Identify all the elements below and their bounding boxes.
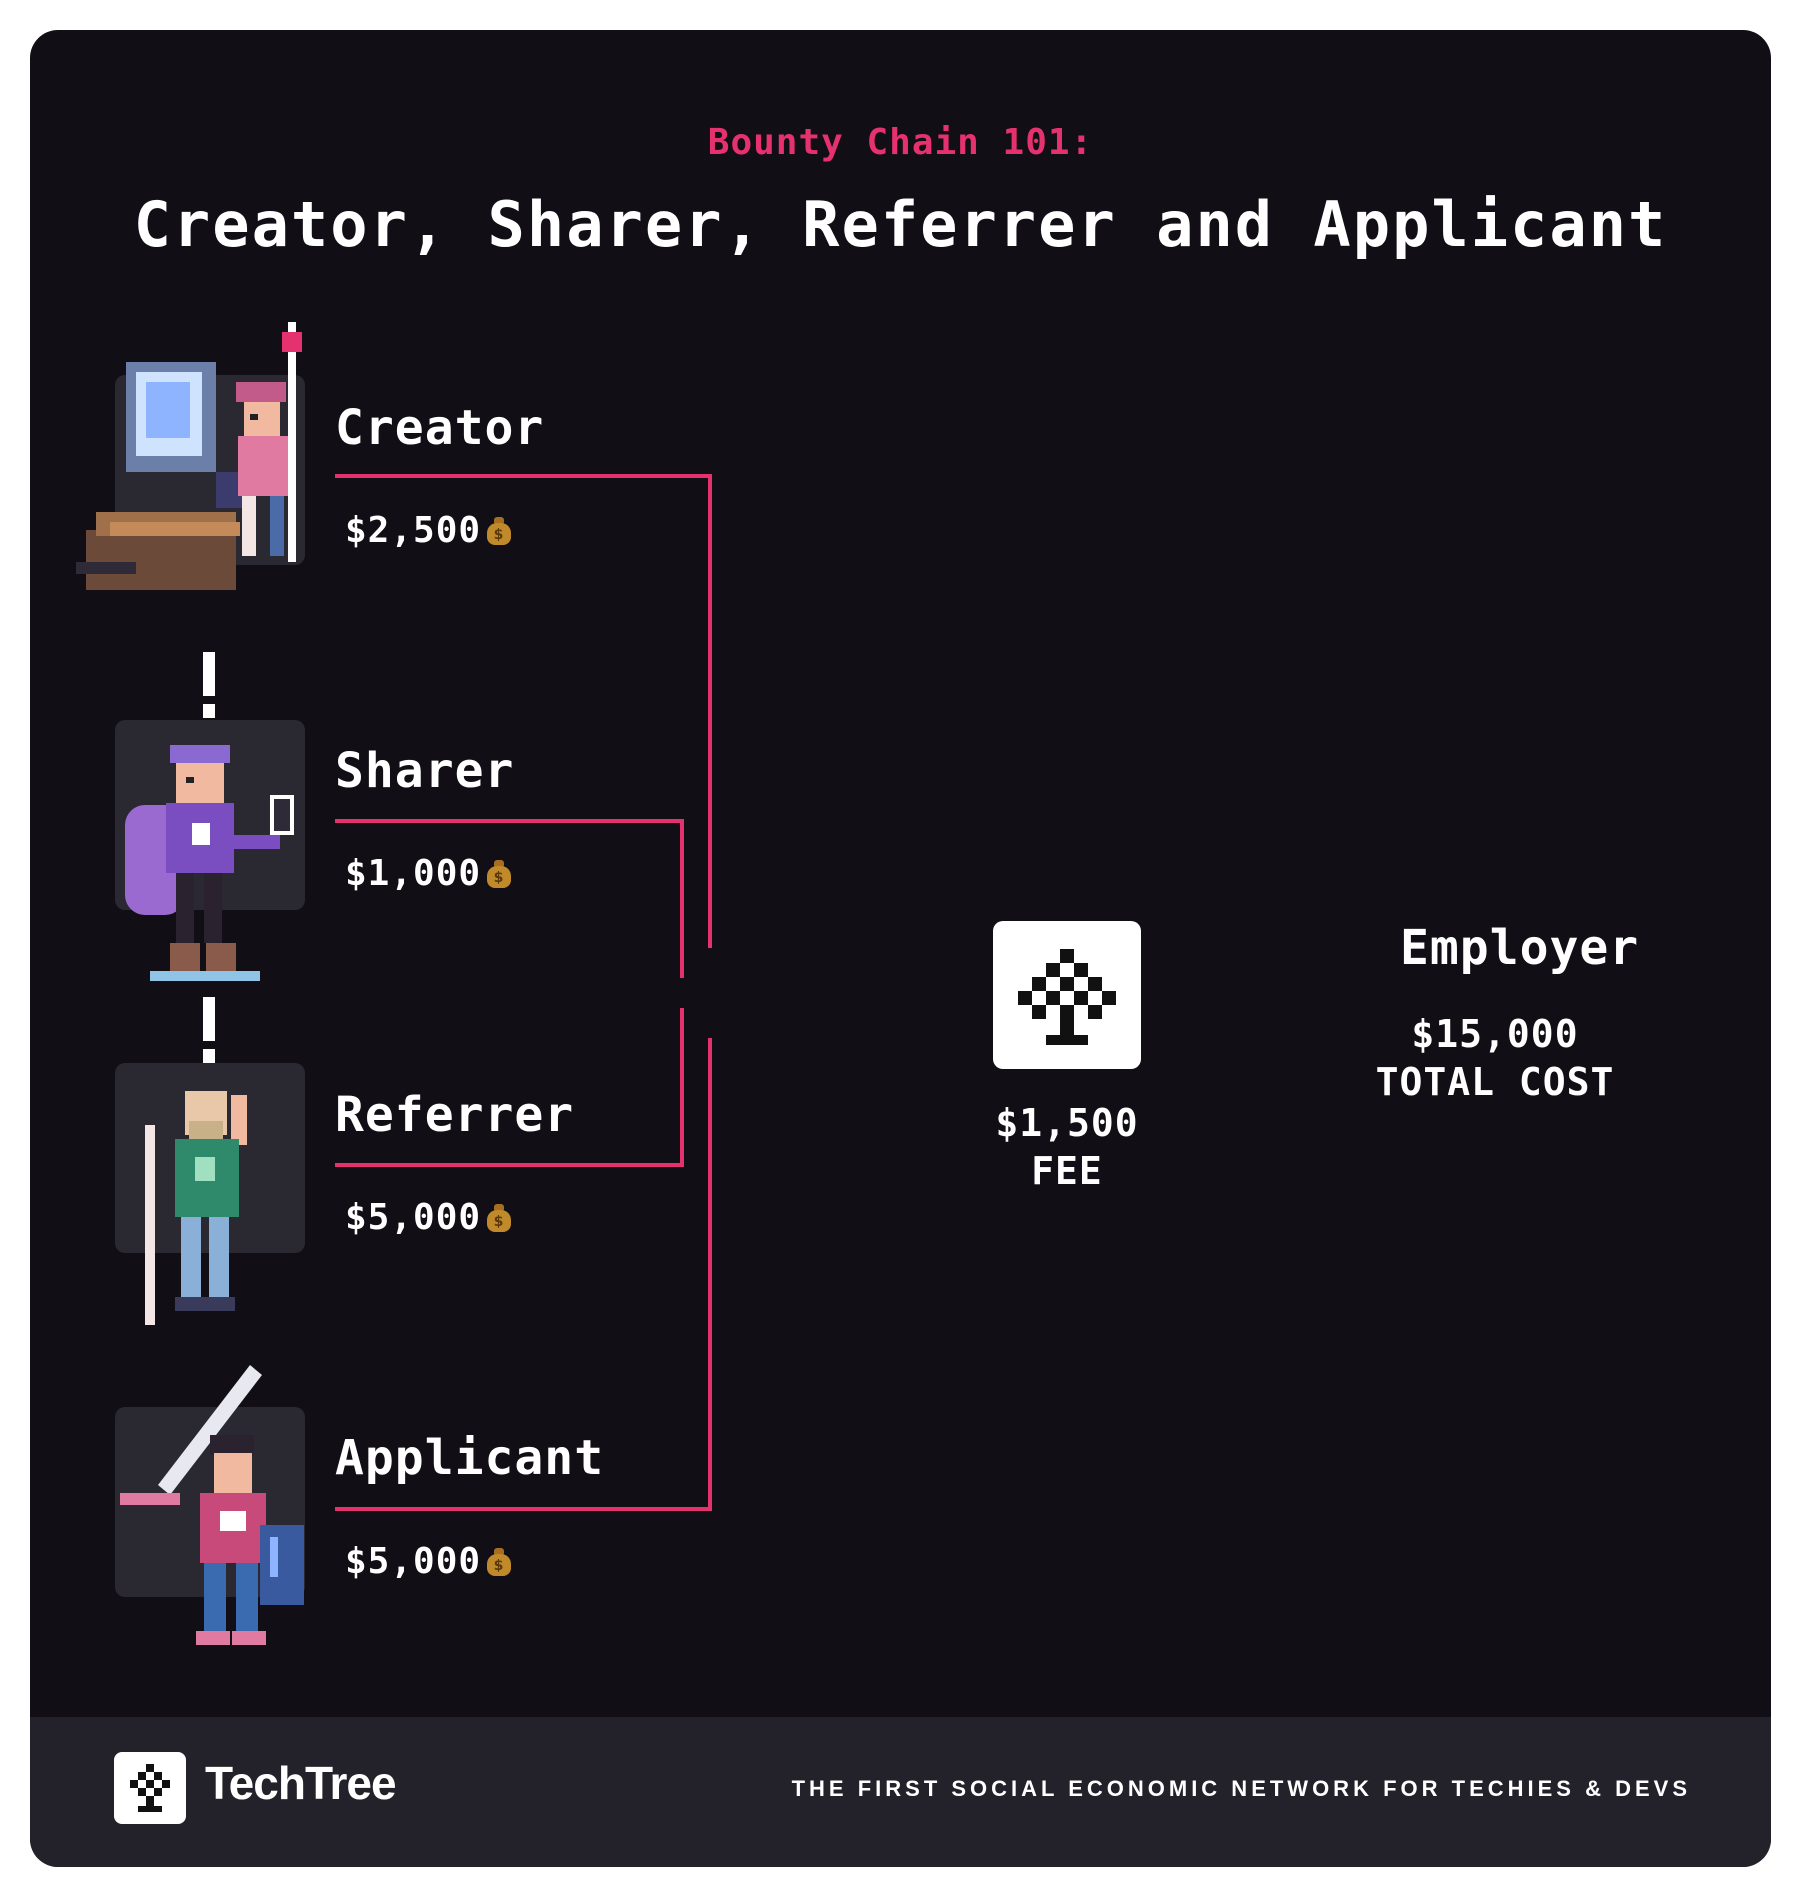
creator-connector	[335, 474, 712, 948]
total-caption: TOTAL COST	[1375, 1060, 1615, 1104]
money-bag-icon: $	[487, 859, 512, 888]
footer-bar	[30, 1717, 1771, 1867]
fee-caption: FEE	[1031, 1149, 1103, 1193]
money-bag-icon: $	[487, 516, 512, 545]
total-amount: $15,000	[1411, 1012, 1579, 1056]
role-name-sharer: Sharer	[335, 743, 515, 799]
role-amount-referrer: $5,000 $	[345, 1197, 512, 1238]
money-bag-icon: $	[487, 1547, 512, 1576]
applicant-connector	[335, 1038, 712, 1511]
amount-value: $5,000	[345, 1197, 482, 1238]
employer-name: Employer	[1400, 920, 1640, 976]
techtree-logo-icon	[130, 1764, 170, 1812]
role-name-creator: Creator	[335, 400, 545, 456]
referrer-connector	[335, 1008, 684, 1167]
fee-label: $1,500 FEE	[967, 1099, 1167, 1195]
role-name-referrer: Referrer	[335, 1087, 575, 1143]
techtree-logo-icon	[1018, 949, 1116, 1045]
brand-tagline: THE FIRST SOCIAL ECONOMIC NETWORK FOR TE…	[791, 1776, 1691, 1801]
chain-dash	[203, 704, 215, 718]
pixel-referrer-with-staff-icon	[145, 1091, 247, 1325]
kicker-title: Bounty Chain 101:	[707, 122, 1094, 163]
amount-value: $5,000	[345, 1541, 482, 1582]
connector-lines	[335, 474, 1690, 1511]
techtree-hub	[993, 921, 1141, 1069]
money-bag-icon: $	[487, 1203, 512, 1232]
pixel-developer-at-desk-icon	[76, 322, 302, 590]
role-amount-creator: $2,500 $	[345, 510, 512, 551]
brand-name: TechTree	[205, 1757, 397, 1809]
role-name-applicant: Applicant	[335, 1430, 605, 1486]
pixel-sharer-with-phone-icon	[125, 745, 294, 981]
sharer-connector	[335, 819, 684, 978]
chain-dash	[203, 652, 215, 696]
chain-dash	[203, 1049, 215, 1063]
amount-value: $1,000	[345, 853, 482, 894]
fee-amount: $1,500	[995, 1101, 1139, 1145]
total-cost-label: $15,000 TOTAL COST	[1370, 1010, 1620, 1106]
techtree-footer-logo	[114, 1752, 186, 1824]
pixel-applicant-with-sword-icon	[120, 1365, 304, 1645]
role-amount-sharer: $1,000 $	[345, 853, 512, 894]
role-amount-applicant: $5,000 $	[345, 1541, 512, 1582]
headline-title: Creator, Sharer, Referrer and Applicant	[133, 188, 1668, 261]
chain-dash	[203, 997, 215, 1041]
amount-value: $2,500	[345, 510, 482, 551]
infographic-card: Bounty Chain 101: Creator, Sharer, Refer…	[30, 30, 1771, 1867]
